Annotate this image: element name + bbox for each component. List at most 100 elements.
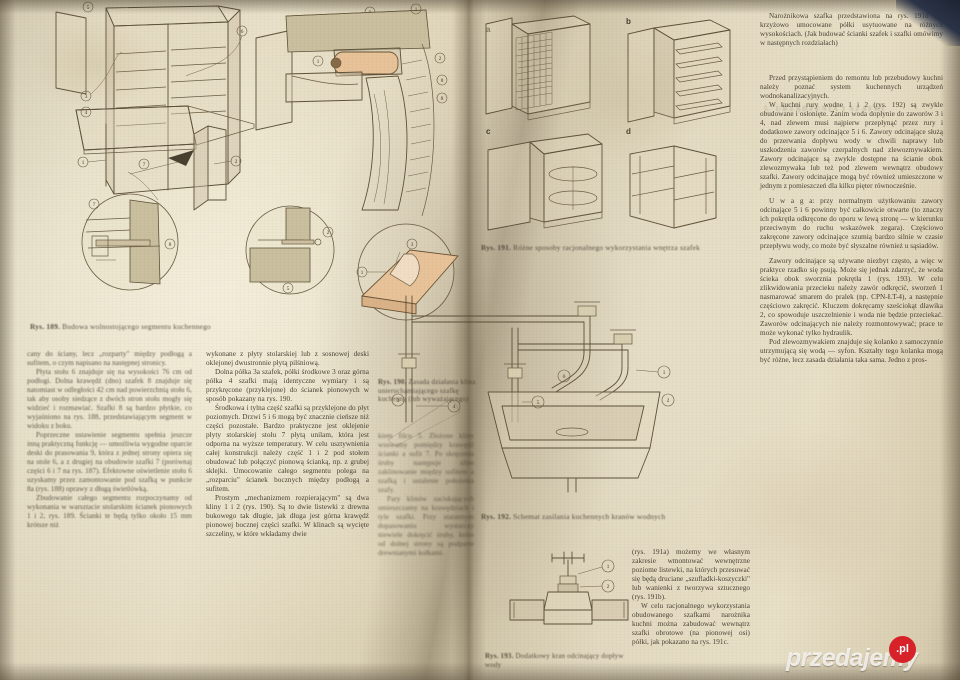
figure-189-kitchen-segment: 5 3 4 1 7 2 6 9 [55, 1, 459, 321]
paragraph: (rys. 191a) możemy we własnym zakresie w… [632, 548, 750, 601]
figure-191-cabinet-interiors: a b [485, 15, 731, 231]
fig191-panel-b: b [626, 17, 731, 125]
text-column-middle-right: kiem filcu 5. Złożone kliny wsuwamy pomi… [378, 432, 474, 558]
svg-text:5: 5 [287, 286, 290, 292]
paragraph: Poprzeczne ustawienie segmentu spełnia j… [27, 431, 192, 493]
page-corner-shadow [896, 0, 960, 46]
fig193-callouts: 1 2 [577, 559, 615, 593]
svg-text:1: 1 [317, 59, 320, 65]
fig189-left-door [55, 11, 87, 95]
svg-text:5: 5 [537, 400, 540, 406]
svg-text:2: 2 [439, 56, 442, 62]
paragraph: Prostym „mechanizmem rozpierającym" są d… [206, 494, 369, 538]
paragraph: Środkowa i tylna część szafki są przykle… [206, 404, 369, 493]
fig192-sink-basin [487, 391, 661, 493]
fig192-callouts: 3 4 5 6 1 2 [391, 365, 675, 413]
svg-text:1: 1 [82, 160, 85, 166]
svg-text:a: a [486, 25, 491, 34]
svg-text:6: 6 [241, 29, 244, 35]
text-column-far-right: Narożnikowa szafka przedstawiona na rys.… [760, 12, 943, 365]
svg-text:d: d [626, 127, 631, 136]
faded-section-header: 5. URZĄDZENIA I SZAFKI [764, 104, 886, 113]
paragraph: Pary klinów zaciskających umieszczamy na… [378, 495, 474, 557]
fig192-valves [398, 301, 636, 379]
fig193-handle [551, 551, 585, 593]
svg-text:8: 8 [441, 78, 444, 84]
caption-fig192: Rys. 192. Schemat zasilania kuchennych k… [481, 512, 749, 521]
svg-text:1: 1 [607, 564, 610, 570]
fig189-right-door [255, 29, 293, 131]
svg-text:7: 7 [93, 202, 96, 208]
page-edge-top [0, 0, 960, 14]
caption-fig192-number: Rys. 192. [481, 512, 512, 521]
svg-text:1: 1 [663, 370, 666, 376]
svg-text:b: b [626, 17, 631, 26]
paragraph: Zawory odcinające są używane niezbyt czę… [760, 257, 943, 337]
paragraph: U w a g a: przy normalnym użytkowaniu za… [760, 197, 943, 250]
fig189-cabinet-body [105, 5, 241, 195]
svg-text:2: 2 [667, 398, 670, 404]
svg-text:4: 4 [453, 404, 456, 410]
watermark-badge: .pl [889, 636, 916, 663]
fig189-ironing-board-detail: 1 1 2 8 8 [285, 3, 448, 217]
caption-fig190-text: Zasada działania klina unieruchamiająceg… [378, 378, 476, 404]
caption-fig189-number: Rys. 189. [30, 322, 61, 331]
fig189-detail-circle-b: 2 5 [245, 205, 335, 295]
fig189-detail-circle-c: 3 1 [356, 223, 459, 321]
figure-193-shutoff-tap: 1 2 [509, 551, 629, 625]
fig189-vertical-panels [105, 123, 227, 211]
text-column-right-lower: (rys. 191a) możemy we własnym zakresie w… [632, 548, 750, 647]
svg-text:3: 3 [411, 242, 414, 248]
svg-text:8: 8 [169, 242, 172, 248]
svg-text:7: 7 [143, 162, 146, 168]
page-edge-right [940, 0, 960, 680]
paragraph: W kuchni rury wodne 1 i 2 (rys. 192) są … [760, 101, 943, 190]
paragraph: Zbudowanie całego segmentu rozpoczynamy … [27, 494, 192, 529]
caption-fig191: Rys. 191. Różne sposoby racjonalnego wyk… [481, 243, 749, 252]
svg-text:3: 3 [85, 94, 88, 100]
caption-fig193-number: Rys. 193. [485, 652, 514, 660]
svg-text:4: 4 [85, 110, 88, 116]
fig191-panel-d: d [626, 127, 717, 229]
paragraph: kiem filcu 5. Złożone kliny wsuwamy pomi… [378, 432, 474, 494]
paragraph: W celu racjonalnego wykorzystania obudow… [632, 602, 750, 646]
svg-text:2: 2 [327, 230, 330, 236]
caption-fig191-number: Rys. 191. [481, 243, 512, 252]
page-gutter-shadow [452, 0, 486, 680]
svg-text:8: 8 [441, 96, 444, 102]
paragraph: Pod zlewozmywakiem znajduje się kolanko … [760, 338, 943, 364]
svg-text:3: 3 [397, 398, 400, 404]
paragraph: wykonane z płyty stolarskiej lub z sosno… [206, 350, 369, 367]
figure-192-water-supply-scheme: 3 4 5 6 1 2 [391, 295, 675, 493]
caption-fig193-text: Dodatkowy kran odcinający dopływ wody [485, 652, 624, 669]
paragraph: Narożnikowa szafka przedstawiona na rys.… [760, 12, 943, 47]
page-edge-bottom [0, 662, 960, 680]
fig192-taps [551, 351, 629, 401]
caption-fig190: Rys. 190. Zasada działania klina unieruc… [378, 378, 482, 404]
paragraph: Płyta stołu 6 znajduje się na wysokości … [27, 368, 192, 430]
text-column-middle: wykonane z płyty stolarskiej lub z sosno… [206, 350, 369, 539]
svg-text:5: 5 [87, 5, 90, 11]
watermark: przedajemy .pl [786, 636, 960, 680]
svg-text:1: 1 [415, 7, 418, 13]
fig191-panel-a: a [485, 15, 591, 121]
paragraph: cany do ściany, lecz „rozparty" między p… [27, 350, 192, 367]
svg-text:c: c [486, 127, 491, 136]
paragraph: Przed przystąpieniem do remontu lub prze… [760, 74, 943, 100]
caption-fig190-number: Rys. 190. [378, 378, 407, 386]
figure-190-wedge-principle [387, 397, 461, 447]
caption-fig193: Rys. 193. Dodatkowy kran odcinający dopł… [485, 652, 630, 669]
caption-fig189: Rys. 189. Budowa wolnostojącego segmentu… [30, 322, 320, 331]
fig189-detail-circle-a: 7 8 [81, 150, 194, 291]
svg-text:2: 2 [607, 584, 610, 590]
text-column-left: cany do ściany, lecz „rozparty" między p… [27, 350, 192, 530]
caption-fig191-text: Różne sposoby racjonalnego wykorzystania… [513, 243, 701, 252]
caption-fig192-text: Schemat zasilania kuchennych kranów wodn… [513, 512, 666, 521]
svg-text:6: 6 [563, 374, 566, 380]
page-edge-left [0, 0, 16, 680]
fig191-panel-c: c [486, 127, 603, 231]
caption-fig189-text: Budowa wolnostojącego segmentu kuchenneg… [62, 322, 211, 331]
fig193-body [509, 591, 629, 625]
